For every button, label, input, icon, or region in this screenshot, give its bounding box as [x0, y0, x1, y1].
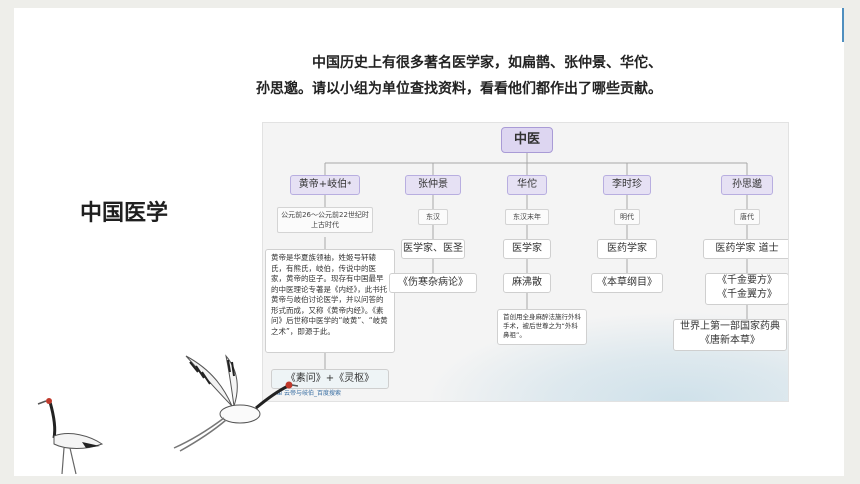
era-huatuo: 东汉末年	[505, 209, 549, 225]
work-qianjin: 《千金要方》 《千金翼方》	[705, 273, 788, 305]
note-huangdi: 黄帝是华夏族领袖，姓姬号轩辕氏，有熊氏，岐伯，传说中的医家，黄帝的臣子。现存有中…	[265, 249, 395, 353]
footnote-search-link[interactable]: ⊞ 云帝与岐伯_百度搜索	[277, 390, 341, 398]
roles-zhangzhongjing: 医学家、医圣	[401, 239, 465, 259]
intro-line-1: 中国历史上有很多著名医学家，如扁鹊、张仲景、华佗、	[312, 55, 662, 71]
era-lishizhen: 明代	[614, 209, 640, 225]
side-title: 中国医学	[80, 200, 169, 226]
root-node: 中医	[501, 127, 553, 153]
era-zhangzhongjing: 东汉	[418, 209, 448, 225]
corner-accent	[842, 8, 844, 42]
link-icon: ⊞	[277, 390, 284, 397]
crane-standing-illustration	[37, 398, 104, 475]
branch-marker: *	[347, 180, 352, 189]
branch-huangdi-qibo: 黄帝+岐伯*	[290, 175, 360, 195]
era-sunsimiao: 唐代	[734, 209, 760, 225]
roles-sunsimiao: 医药学家 道士	[703, 239, 788, 259]
work-suwen-lingshu: 《素问》+《灵枢》	[271, 369, 389, 389]
intro-line-2: 孙思邈。请以小组为单位查找资料，看看他们都作出了哪些贡献。	[256, 81, 662, 97]
branch-lishizhen: 李时珍	[603, 175, 651, 195]
work-shanghan: 《伤寒杂病论》	[389, 273, 477, 293]
mindmap-image: 中医 黄帝+岐伯* 公元前26～公元前22世纪时上古时代 黄帝是华夏族领袖，姓姬…	[262, 122, 789, 402]
mindmap-connectors	[324, 153, 748, 369]
roles-huatuo: 医学家	[503, 239, 551, 259]
work-mafeisan: 麻沸散	[503, 273, 551, 293]
era-huangdi: 公元前26～公元前22世纪时上古时代	[277, 207, 373, 233]
work-tang-xinbencao: 世界上第一部国家药典 《唐新本草》	[673, 319, 787, 351]
note-huatuo: 首创用全身麻醉法施行外科手术，被后世尊之为“外科鼻祖”。	[497, 309, 587, 345]
crane-flying-illustration	[173, 354, 298, 452]
branch-zhangzhongjing: 张仲景	[405, 175, 461, 195]
work-bencao-gangmu: 《本草纲目》	[591, 273, 663, 293]
branch-sunsimiao: 孙思邈	[721, 175, 773, 195]
branch-huatuo: 华佗	[507, 175, 547, 195]
roles-lishizhen: 医药学家	[597, 239, 657, 259]
branch-label: 黄帝+岐伯	[298, 179, 348, 190]
intro-text: 中国历史上有很多著名医学家，如扁鹊、张仲景、华佗、 孙思邈。请以小组为单位查找资…	[250, 50, 760, 102]
footnote-text: 云帝与岐伯_百度搜索	[283, 390, 341, 397]
